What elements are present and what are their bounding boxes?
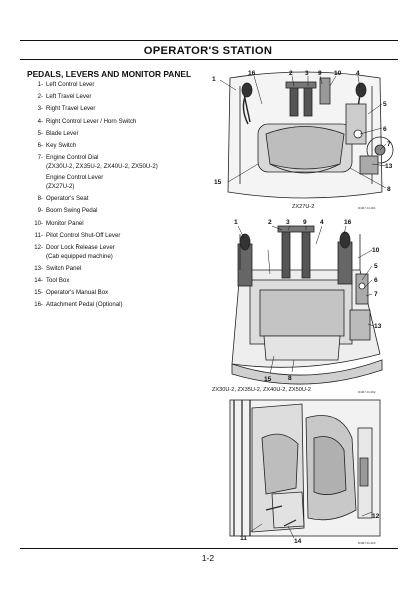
item-number: 3- <box>37 105 43 113</box>
callout-5: 5 <box>374 263 378 270</box>
callout-10: 10 <box>334 70 342 77</box>
item-text: Left Control Lever <box>46 81 95 88</box>
callout-1: 1 <box>212 76 216 83</box>
item-number: 7- <box>37 154 43 162</box>
item-number: 11- <box>34 231 43 239</box>
callout-6: 6 <box>383 126 387 133</box>
list-item: 2-Left Travel Lever <box>27 93 207 102</box>
component-list: 1-Left Control Lever 2-Left Travel Lever… <box>27 81 207 313</box>
list-item: 11-Pilot Control Shut-Off Lever <box>27 232 207 241</box>
callout-9: 9 <box>318 70 322 77</box>
item-text: Pilot Control Shut-Off Lever <box>46 231 121 239</box>
item-number: 14- <box>34 276 43 284</box>
top-rule <box>20 40 398 41</box>
title-rule <box>20 59 398 60</box>
callout-7: 7 <box>374 291 378 298</box>
section-heading: PEDALS, LEVERS AND MONITOR PANEL <box>27 69 192 79</box>
list-item: 5-Blade Lever <box>27 130 207 139</box>
callout-16: 16 <box>344 219 352 226</box>
item-text: Tool Box <box>46 276 70 284</box>
item-text: Engine Control Dial (ZX30U-2, ZX35U-2, Z… <box>46 154 158 170</box>
callout-2: 2 <box>268 219 272 226</box>
callout-3: 3 <box>286 219 290 226</box>
figure-code: M1M7-01-003 <box>358 541 376 545</box>
list-item: 3-Right Travel Lever <box>27 105 207 114</box>
callout-12: 12 <box>372 513 380 520</box>
figure-door-lock: 12 11 14 M1M7-01-003 <box>222 398 398 546</box>
item-text: Key Switch <box>46 141 77 149</box>
item-number: 6- <box>37 141 43 149</box>
item-text: Operator's Manual Box <box>46 289 109 297</box>
item-number: 16- <box>34 301 43 309</box>
item-number: 8- <box>37 195 43 203</box>
item-number: 4- <box>37 117 43 125</box>
figure-code: M1M7-01-004 <box>358 206 376 210</box>
list-item: 6-Key Switch <box>27 142 207 151</box>
item-number: 9- <box>37 207 43 215</box>
figure-zx27u: 1 16 2 3 9 10 4 5 6 7 13 8 15 ZX27U-2 M1… <box>210 64 398 216</box>
callout-13: 13 <box>374 323 382 330</box>
item-text: Attachment Pedal (Optional) <box>46 301 123 309</box>
list-item: 15-Operator's Manual Box <box>27 289 207 298</box>
list-item: 12-Door Lock Release Lever (Cab equipped… <box>27 244 207 261</box>
item-number: 2- <box>37 93 43 101</box>
item-number: 13- <box>34 264 43 272</box>
list-item: 14-Tool Box <box>27 277 207 286</box>
item-text: Blade Lever <box>46 129 79 137</box>
figure-caption: ZX27U-2 <box>292 204 314 210</box>
list-item: 13-Switch Panel <box>27 265 207 274</box>
callout-5: 5 <box>383 101 387 108</box>
list-item: 10-Monitor Panel <box>27 220 207 229</box>
callout-4: 4 <box>320 219 324 226</box>
figure-caption: ZX30U-2, ZX35U-2, ZX40U-2, ZX50U-2 <box>212 387 311 393</box>
callout-14: 14 <box>294 538 302 545</box>
cab-illustration-zx27u: 1 16 2 3 9 10 4 5 6 7 13 8 15 ZX27U-2 M1… <box>212 70 394 210</box>
item-text: Boom Swing Pedal <box>46 207 98 215</box>
list-item: 9-Boom Swing Pedal <box>27 207 207 216</box>
callout-11: 11 <box>240 535 247 542</box>
callout-4: 4 <box>356 70 360 77</box>
item-text: Switch Panel <box>46 264 82 272</box>
footer-rule <box>20 548 398 549</box>
item-text: Door Lock Release Lever (Cab equipped ma… <box>46 243 115 260</box>
callout-7: 7 <box>387 141 391 148</box>
cab-illustration-zx30u-zx50u: 1 2 3 9 4 16 10 5 6 7 13 15 8 ZX30U-2, Z… <box>212 219 383 394</box>
callout-8: 8 <box>387 186 391 193</box>
page-number: 1-2 <box>201 553 215 563</box>
callout-13: 13 <box>385 163 393 170</box>
item-text: Engine Control Lever (ZX27U-2) <box>46 174 104 190</box>
callout-6: 6 <box>374 277 378 284</box>
callout-16: 16 <box>248 70 256 77</box>
item-text: Left Travel Lever <box>46 93 92 101</box>
item-text: Right Travel Lever <box>46 105 96 113</box>
item-text: Operator's Seat <box>46 195 89 203</box>
callout-2: 2 <box>289 70 293 77</box>
callout-9: 9 <box>303 219 307 226</box>
callout-15: 15 <box>214 179 222 186</box>
item-text: Monitor Panel <box>46 219 84 227</box>
callout-10: 10 <box>372 247 380 254</box>
list-item: Engine Control Lever (ZX27U-2) <box>27 174 207 191</box>
callout-1: 1 <box>234 219 238 226</box>
page-title: OPERATOR'S STATION <box>143 45 273 57</box>
figure-zx30u-zx50u: 1 2 3 9 4 16 10 5 6 7 13 15 8 ZX30U-2, Z… <box>210 214 398 396</box>
item-number: 1- <box>37 81 43 88</box>
list-item: 16-Attachment Pedal (Optional) <box>27 301 207 310</box>
list-item: 8-Operator's Seat <box>27 195 207 204</box>
callout-3: 3 <box>305 70 309 77</box>
item-number: 5- <box>37 129 43 137</box>
list-item: 1-Left Control Lever <box>27 81 207 90</box>
callout-15: 15 <box>264 376 272 383</box>
item-text: Right Control Lever / Horn Switch <box>46 117 137 125</box>
item-number: 10- <box>34 219 43 227</box>
list-item: 4-Right Control Lever / Horn Switch <box>27 118 207 127</box>
item-number: 15- <box>34 289 43 297</box>
item-number: 12- <box>34 243 43 251</box>
callout-8: 8 <box>288 375 292 382</box>
cab-door-illustration: 12 11 14 M1M7-01-003 <box>229 399 381 545</box>
list-item: 7-Engine Control Dial (ZX30U-2, ZX35U-2,… <box>27 154 207 171</box>
figure-code: M1M7-01-002 <box>358 390 376 394</box>
